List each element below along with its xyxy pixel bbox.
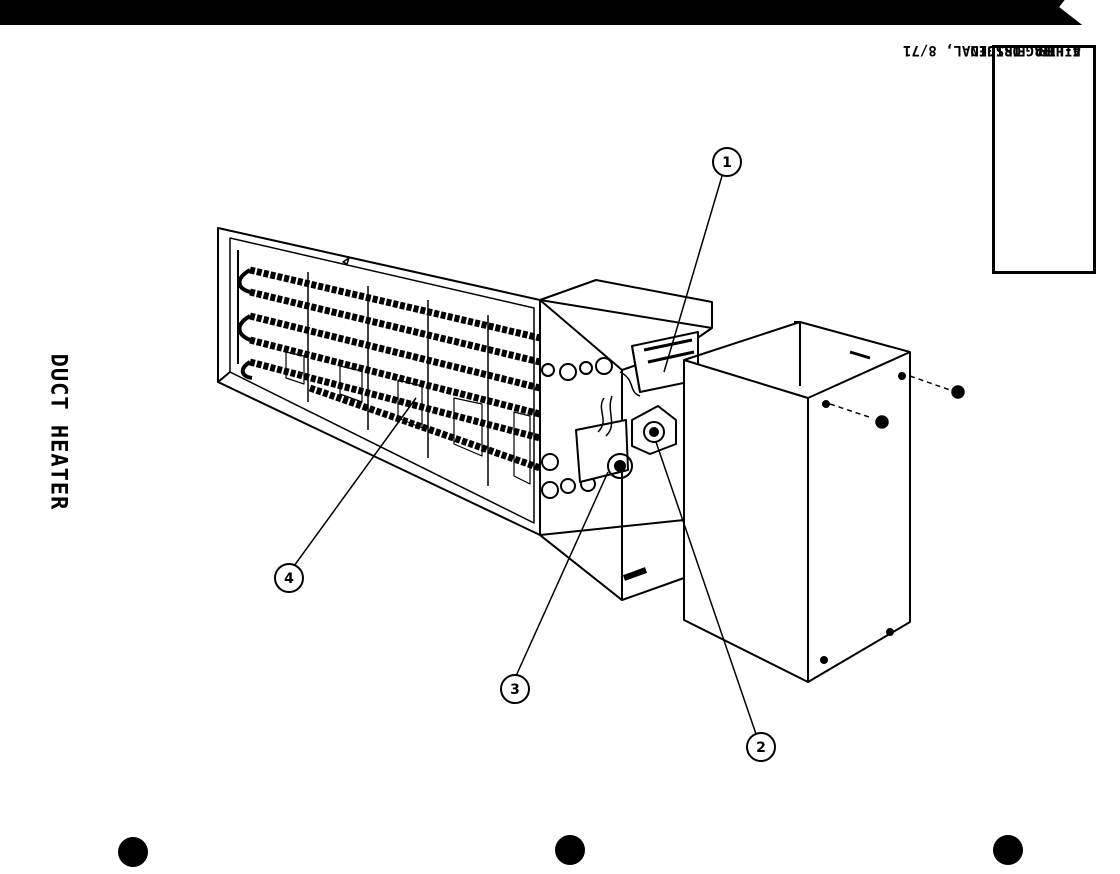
callout-3-label: 3 xyxy=(510,682,520,698)
contactor xyxy=(575,419,633,483)
binder-hole-center xyxy=(555,835,585,865)
callout-4: 4 xyxy=(274,563,304,593)
callout-4-label: 4 xyxy=(284,571,294,587)
callout-1: 1 xyxy=(712,147,742,177)
callout-3: 3 xyxy=(500,674,530,704)
info-block: FILE 4-HTR PAGE 12 ISSUED ORIGINAL, 8/71 xyxy=(903,42,1096,274)
callout-1-label: 1 xyxy=(722,155,732,171)
binder-hole-left xyxy=(118,837,148,867)
binder-hole-right xyxy=(993,835,1023,865)
control-box-cover xyxy=(683,321,911,683)
coil-end-loops xyxy=(237,268,253,380)
terminal-blocks xyxy=(541,357,613,499)
relay-block xyxy=(631,331,699,393)
callout-leaders xyxy=(293,175,757,735)
cover-screws xyxy=(829,375,965,429)
scan-top-border xyxy=(0,0,1120,25)
callout-2: 2 xyxy=(746,732,776,762)
wiring xyxy=(597,371,641,437)
heating-coil-rows xyxy=(249,266,542,472)
callout-2-label: 2 xyxy=(756,740,766,756)
thermal-limit-switch xyxy=(631,405,677,455)
